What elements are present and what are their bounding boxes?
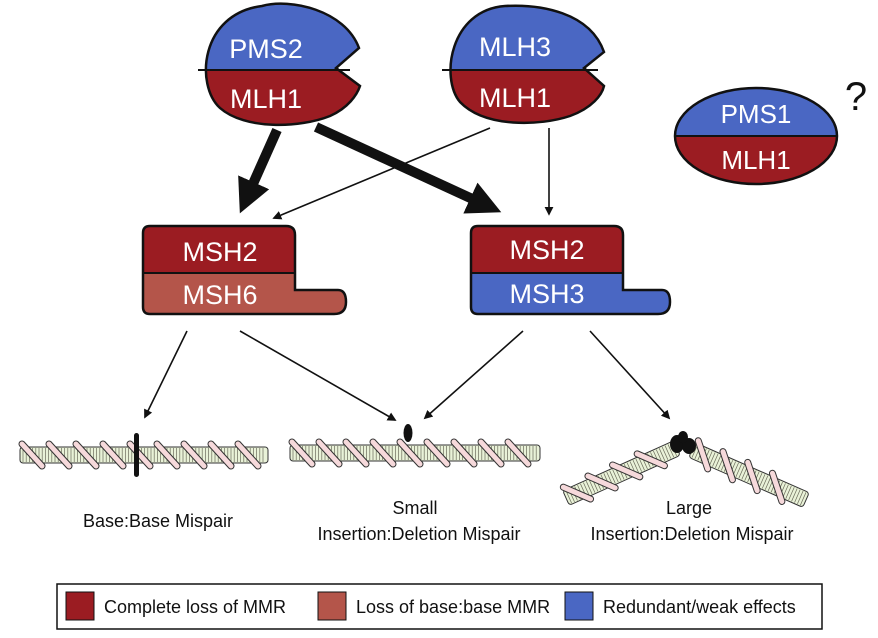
complex-msh2-msh6: MSH2 MSH6: [141, 224, 348, 316]
label-small: Small: [392, 498, 437, 518]
label-large-indel: Insertion:Deletion Mispair: [590, 524, 793, 544]
base-base-mismatch-mark: [134, 433, 139, 477]
arrow-pms2-to-msh3: [313, 122, 502, 214]
dna-helix-segment: [689, 437, 809, 507]
arrow-msh3-to-small: [423, 330, 524, 420]
mlh3-label: MLH3: [479, 32, 551, 62]
small-loop-mark: [403, 424, 413, 442]
legend-box: [56, 583, 823, 630]
dna-helix-segment: [559, 441, 680, 505]
mlh1-label-a: MLH1: [230, 84, 302, 114]
mlh1-label-g: MLH1: [479, 83, 551, 113]
complex-msh2-msh3: MSH2 MSH3: [469, 224, 672, 316]
msh6-label: MSH6: [182, 280, 257, 310]
legend-label-redundant: Redundant/weak effects: [603, 597, 796, 617]
dna-small-indel: [288, 438, 541, 468]
dna-helix-segment: [18, 440, 269, 470]
dna-helix-segment: [288, 438, 541, 468]
pms1-label: PMS1: [721, 99, 792, 129]
legend-swatch-complete-loss: [65, 591, 95, 621]
dna-large-indel: [559, 437, 809, 507]
arrow-mlh3-to-msh6: [272, 127, 491, 220]
legend-swatch-redundant: [564, 591, 594, 621]
legend-label-complete-loss: Complete loss of MMR: [104, 597, 286, 617]
legend: Complete loss of MMR Loss of base:base M…: [56, 583, 823, 630]
interaction-arrows: [144, 122, 671, 421]
label-base-base: Base:Base Mispair: [83, 511, 233, 531]
complex-mlh3-mlh1: MLH3 MLH1: [442, 4, 606, 125]
large-loop-mark: [670, 431, 696, 454]
msh2-label-a: MSH2: [182, 237, 257, 267]
dna-base-base-mispair: [18, 440, 269, 470]
complex-pms1-mlh1: PMS1 MLH1 ?: [673, 75, 867, 186]
msh2-label-b: MSH2: [509, 235, 584, 265]
label-small-indel: Insertion:Deletion Mispair: [317, 524, 520, 544]
question-mark: ?: [845, 75, 867, 119]
arrow-msh6-to-small: [239, 330, 397, 421]
label-large: Large: [666, 498, 712, 518]
complex-pms2-mlh1: PMS2 MLH1: [198, 2, 362, 127]
msh3-label: MSH3: [509, 279, 584, 309]
mlh1-label-b: MLH1: [721, 145, 790, 175]
arrow-msh3-to-large: [589, 330, 671, 420]
arrow-pms2-to-msh6: [238, 127, 282, 214]
pms2-label: PMS2: [229, 34, 303, 64]
arrow-msh6-to-basebase: [144, 330, 188, 419]
legend-label-base-base: Loss of base:base MMR: [356, 597, 550, 617]
legend-swatch-base-base: [317, 591, 347, 621]
